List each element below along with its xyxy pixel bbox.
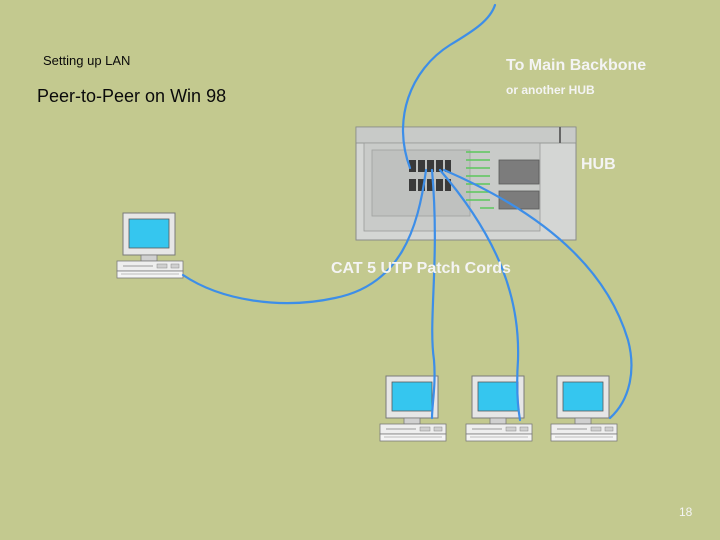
page-number: 18 <box>679 505 693 519</box>
backbone-cable <box>402 3 497 170</box>
slide-title: Setting up LAN <box>43 53 131 68</box>
computer-icon <box>465 375 533 442</box>
cable-pc-3 <box>442 168 633 420</box>
cable-left-pc <box>181 168 428 305</box>
computer-icon <box>550 375 618 442</box>
computer-icon <box>379 375 447 442</box>
backbone-sub-label: or another HUB <box>506 83 595 97</box>
cable-pc-1 <box>430 168 436 420</box>
cable-pc-2 <box>438 168 522 422</box>
patch-cords <box>181 3 633 422</box>
backbone-label: To Main Backbone <box>506 57 647 74</box>
computer-icon <box>116 212 184 279</box>
hub-device-icon <box>355 126 577 241</box>
hub-label: HUB <box>581 156 616 173</box>
slide-subtitle: Peer-to-Peer on Win 98 <box>37 86 227 106</box>
patch-cords-label: CAT 5 UTP Patch Cords <box>331 260 511 277</box>
